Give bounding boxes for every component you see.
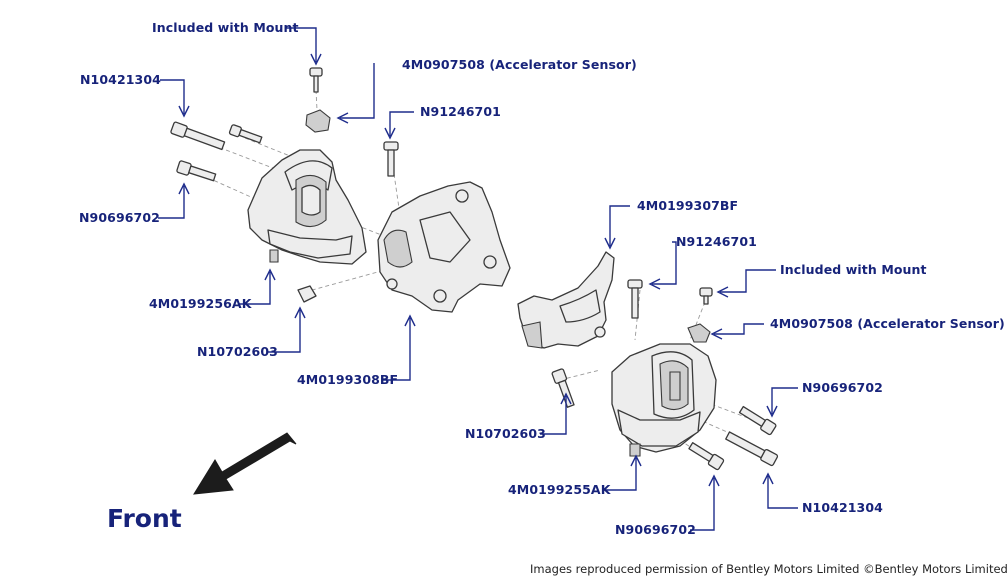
label-n90696702-right-top: N90696702 [802, 380, 883, 395]
label-n91246701-right: N91246701 [676, 234, 757, 249]
left-bracket [377, 181, 511, 313]
label-4m0199308bf: 4M0199308BF [297, 372, 399, 387]
label-included-with-mount-right: Included with Mount [780, 262, 927, 277]
label-included-with-mount-top: Included with Mount [152, 20, 299, 35]
front-label: Front [107, 504, 182, 533]
label-4m0199307bf: 4M0199307BF [637, 198, 739, 213]
right-bracket [517, 251, 615, 349]
right-engine-mount [611, 343, 717, 457]
label-n90696702-right-bottom: N90696702 [615, 522, 696, 537]
label-accelerator-sensor-top: 4M0907508 (Accelerator Sensor) [402, 57, 637, 72]
label-n10421304-left: N10421304 [80, 72, 161, 87]
arrow-down-left-icon [193, 432, 297, 495]
label-n90696702-left: N90696702 [79, 210, 160, 225]
label-n10421304-right: N10421304 [802, 500, 883, 515]
label-n10702603-left: N10702603 [197, 344, 278, 359]
label-n91246701-left: N91246701 [420, 104, 501, 119]
label-4m0199256ak: 4M0199256AK [149, 296, 252, 311]
label-4m0199255ak: 4M0199255AK [508, 482, 611, 497]
image-credit: Images reproduced permission of Bentley … [530, 562, 1008, 576]
label-n10702603-right: N10702603 [465, 426, 546, 441]
bolts [170, 67, 779, 471]
left-engine-mount [247, 149, 367, 265]
label-accelerator-sensor-right: 4M0907508 (Accelerator Sensor) [770, 316, 1005, 331]
leader-lines [158, 27, 798, 531]
